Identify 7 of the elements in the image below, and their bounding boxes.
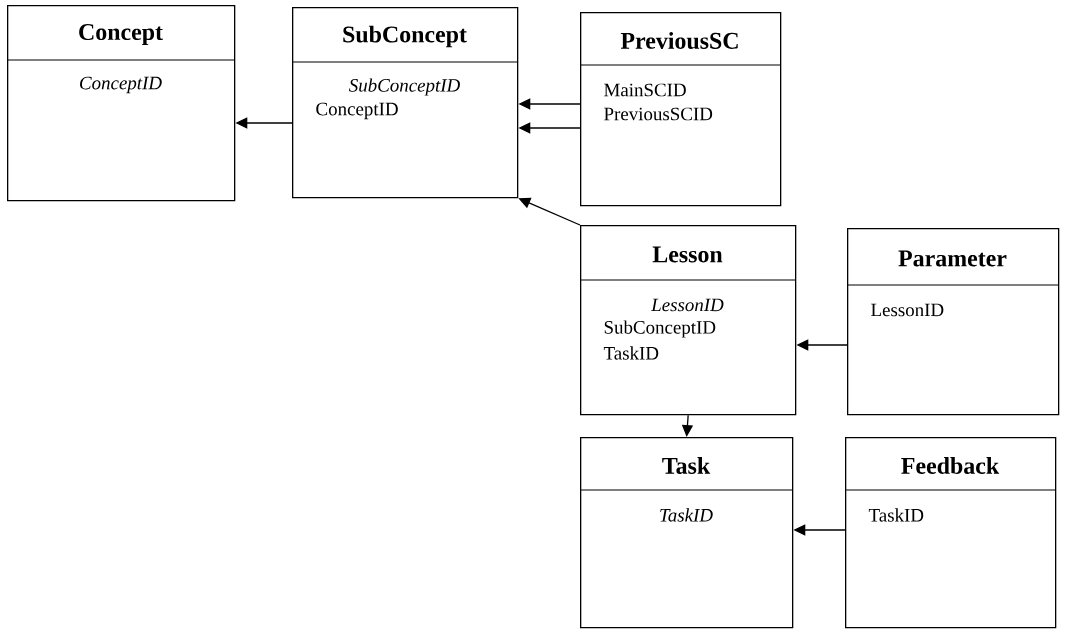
table-box: Parameter LessonID — [846, 228, 1060, 416]
table-box: Lesson LessonID SubConceptID TaskID — [579, 225, 797, 416]
table-box: Feedback TaskID — [844, 437, 1057, 629]
table-box: Concept ConceptID — [6, 5, 236, 202]
table-box: Task TaskID — [579, 437, 794, 629]
table-box: SubConcept SubConceptID ConceptID — [291, 7, 519, 199]
table-box: PreviousSC MainSCID PreviousSCID — [579, 12, 782, 207]
